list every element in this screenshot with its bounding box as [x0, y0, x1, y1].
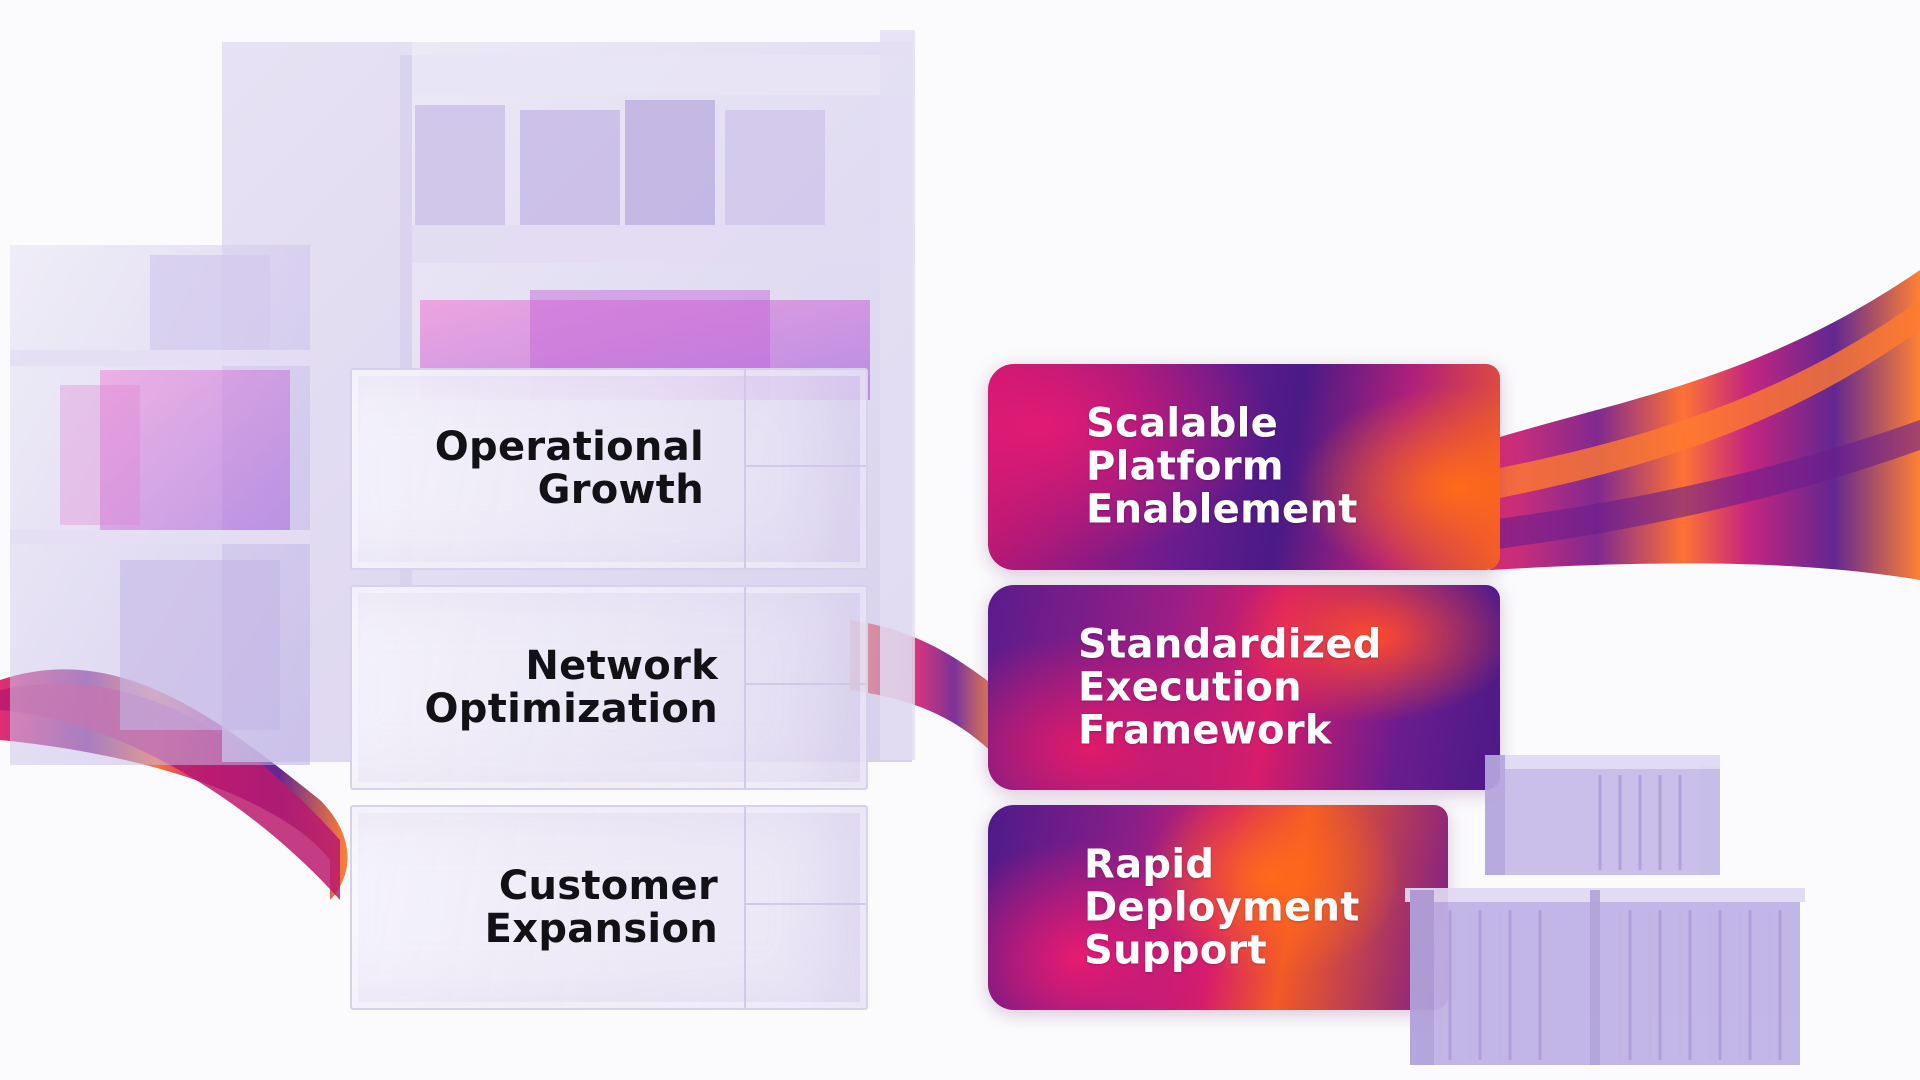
shipping-containers — [1405, 755, 1805, 1065]
glass-seam — [746, 903, 866, 906]
glass-block-customer-expansion: Customer Expansion — [350, 805, 868, 1010]
glass-seam — [744, 807, 746, 1008]
label-operational-growth: Operational Growth — [434, 424, 704, 513]
label-customer-expansion: Customer Expansion — [484, 862, 718, 952]
card-standardized-execution-framework: Standardized Execution Framework — [988, 585, 1500, 790]
card-label: Rapid Deployment Support — [1084, 841, 1360, 973]
label-network-optimization: Network Optimization — [424, 642, 718, 732]
card-label: Scalable Platform Enablement — [1086, 400, 1358, 533]
card-rapid-deployment-support: Rapid Deployment Support — [988, 805, 1448, 1010]
glass-seam — [744, 370, 746, 568]
card-gradient — [988, 364, 1500, 570]
card-scalable-platform-enablement: Scalable Platform Enablement — [988, 364, 1500, 570]
card-gradient — [988, 805, 1448, 1010]
glass-seam — [744, 587, 746, 788]
card-label: Standardized Execution Framework — [1078, 621, 1382, 753]
glass-seam — [746, 683, 866, 686]
card-gradient — [988, 585, 1500, 790]
glass-block-operational-growth: Operational Growth — [350, 368, 868, 570]
glass-seam — [746, 465, 866, 468]
glass-block-network-optimization: Network Optimization — [350, 585, 868, 790]
